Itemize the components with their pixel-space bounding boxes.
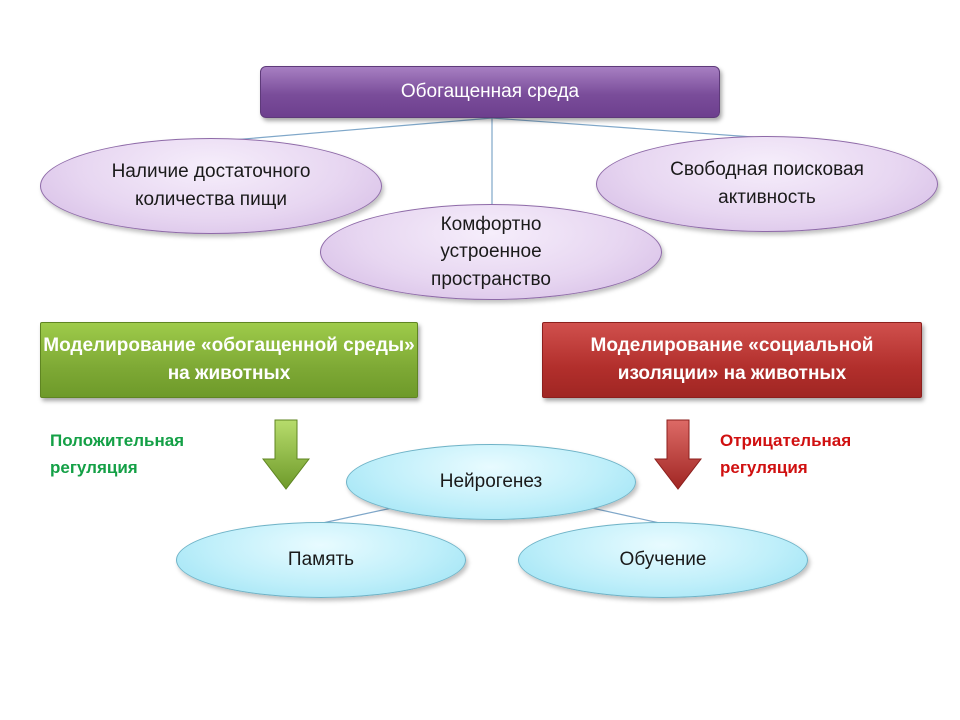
factor-food: Наличие достаточного количества пищи: [40, 138, 382, 234]
factor-activity: Свободная поисковая активность: [596, 136, 938, 232]
positive-regulation-label: Положительная регуляция: [50, 431, 185, 478]
negative-regulation-label: Отрицательная регуляция: [720, 431, 852, 478]
isolation-model-box: Моделирование «социальной изоляции» на ж…: [542, 322, 922, 398]
enriched-environment-box: Обогащенная среда: [260, 66, 720, 118]
enriched-model-box: Моделирование «обогащенной среды» на жив…: [40, 322, 418, 398]
outcome-memory: Память: [176, 522, 466, 598]
enriched-environment-label: Обогащенная среда: [400, 81, 580, 102]
outcome-learning-label: Обучение: [619, 549, 707, 571]
factor-activity-label: Свободная поисковая активность: [670, 159, 864, 208]
negative-arrow-icon: [653, 419, 703, 491]
connector-top-right: [491, 117, 767, 139]
factor-space: Комфортно устроенное пространство: [320, 204, 662, 300]
positive-arrow-icon: [261, 419, 311, 491]
connector-top-left: [231, 117, 493, 141]
isolation-model-label: Моделирование «социальной изоляции» на ж…: [590, 335, 874, 384]
outcome-neurogenesis: Нейрогенез: [346, 444, 636, 520]
outcome-learning: Обучение: [518, 522, 808, 598]
outcome-neurogenesis-label: Нейрогенез: [439, 471, 543, 493]
factor-space-label: Комфортно устроенное пространство: [431, 213, 551, 290]
enriched-model-label: Моделирование «обогащенной среды» на жив…: [43, 335, 415, 384]
factor-food-label: Наличие достаточного количества пищи: [111, 161, 311, 210]
outcome-memory-label: Память: [287, 549, 355, 571]
